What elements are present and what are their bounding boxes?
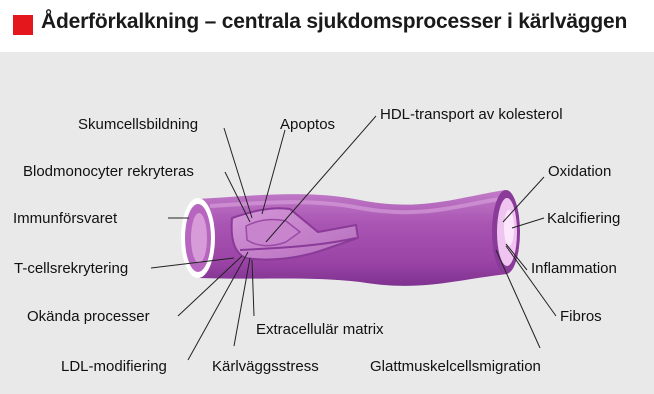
label-karlvaggsstress: Kärlväggsstress	[212, 358, 319, 375]
label-skumcellsbildning: Skumcellsbildning	[78, 116, 198, 133]
label-kalcifiering: Kalcifiering	[547, 210, 620, 227]
label-glattmuskelcellsmigration: Glattmuskelcellsmigration	[370, 358, 541, 375]
label-inflammation: Inflammation	[531, 260, 617, 277]
label-extracellular-matrix: Extracellulär matrix	[256, 321, 384, 338]
label-okanda-processer: Okända processer	[27, 308, 150, 325]
label-hdl-transport: HDL-transport av kolesterol	[380, 106, 563, 123]
label-fibros: Fibros	[560, 308, 602, 325]
vessel-left-lumen	[191, 213, 207, 263]
label-ldl-modifiering: LDL-modifiering	[61, 358, 167, 375]
leader-fibros	[506, 246, 556, 316]
label-blodmonocyter: Blodmonocyter rekryteras	[23, 163, 194, 180]
label-t-cellsrekrytering: T-cellsrekrytering	[14, 260, 128, 277]
label-immunforsvaret: Immunförsvaret	[13, 210, 118, 227]
label-apoptos: Apoptos	[280, 116, 335, 133]
label-oxidation: Oxidation	[548, 163, 611, 180]
